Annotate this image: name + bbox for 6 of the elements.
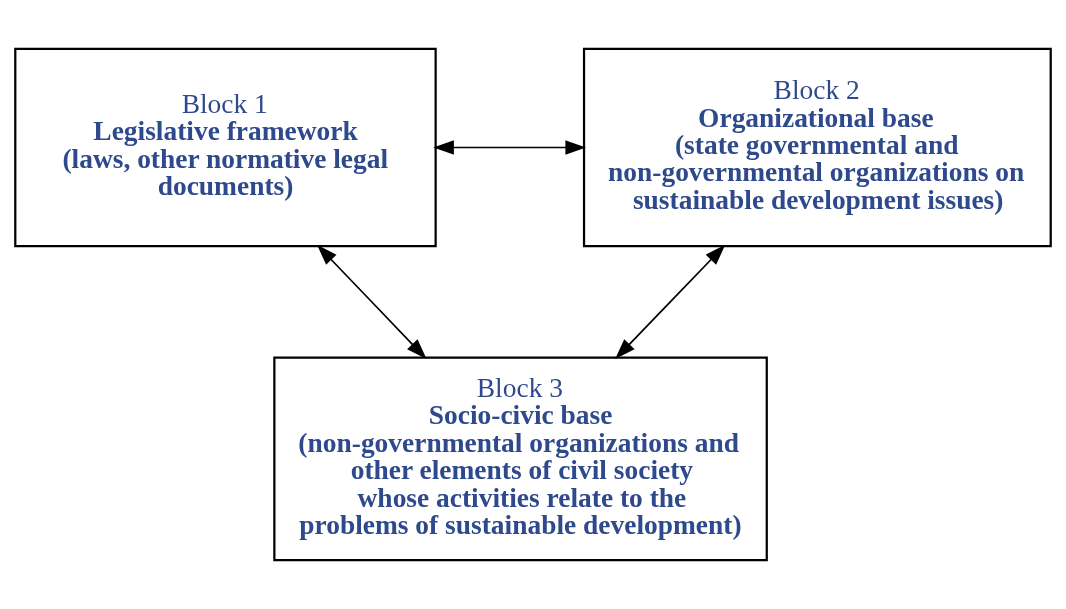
node-box: Block 2 Organizational base (state governmental and non-governmental organizations on sustainable development issues) [582,47,1052,248]
arrow [317,244,427,360]
node-box: Block 3 Socio-civic base (non-governmental organizations and other elements of civil society whose activities relate to the problems of sustainable development) [273,356,768,562]
arrow [615,244,726,360]
node-box: Block 1 Legislative framework (laws, other normative legal documents) [14,47,437,248]
arrow [433,140,586,155]
